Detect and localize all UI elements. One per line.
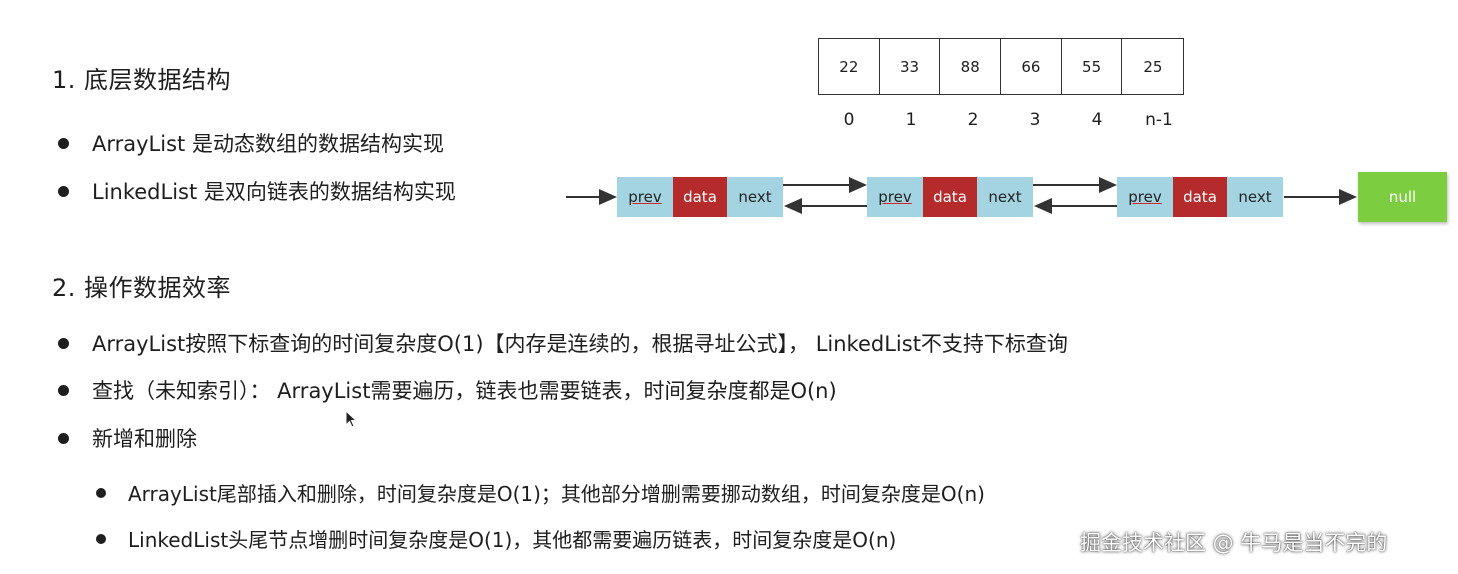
array-index: 4 xyxy=(1091,110,1103,130)
node-data: data xyxy=(923,177,977,217)
bullet-insert-delete: 新增和删除 xyxy=(58,423,197,453)
null-node: null xyxy=(1358,172,1447,222)
bullet-search: 查找（未知索引）： ArrayList需要遍历，链表也需要链表，时间复杂度都是O… xyxy=(58,375,837,405)
array-cell: 33 xyxy=(880,39,941,94)
array-diagram: 22 33 88 66 55 25 xyxy=(818,38,1185,95)
node-prev-pointer: prev xyxy=(867,177,923,217)
watermark: 掘金技术社区 @ 牛马是当不完的 xyxy=(1080,531,1388,555)
node-data: data xyxy=(1173,177,1227,217)
array-index: 3 xyxy=(1029,110,1041,130)
linked-node-1: prev data next xyxy=(617,177,783,217)
node-next-pointer: next xyxy=(977,177,1033,217)
array-indices: 0 1 2 3 4 n-1 xyxy=(818,110,1190,130)
array-index: n-1 xyxy=(1145,110,1173,130)
bullet-arraylist-structure: ArrayList 是动态数组的数据结构实现 xyxy=(58,128,444,158)
array-index: 0 xyxy=(843,110,855,130)
linked-node-3: prev data next xyxy=(1117,177,1283,217)
sub-bullet-linkedlist-insert: LinkedList头尾节点增删时间复杂度是O(1)，其他都需要遍历链表，时间复… xyxy=(95,524,896,553)
array-cell: 25 xyxy=(1143,57,1163,76)
array-cell: 66 xyxy=(1001,39,1062,94)
node-prev-pointer: prev xyxy=(617,177,673,217)
array-cell: 22 xyxy=(819,39,880,94)
node-data: data xyxy=(673,177,727,217)
array-cell: 88 xyxy=(940,39,1002,94)
node-next-pointer: next xyxy=(727,177,783,217)
node-next-pointer: next xyxy=(1227,177,1283,217)
section-1-title: 1. 底层数据结构 xyxy=(52,66,232,94)
bullet-linkedlist-structure: LinkedList 是双向链表的数据结构实现 xyxy=(58,176,456,206)
array-cell: 55 xyxy=(1062,39,1123,94)
node-prev-pointer: prev xyxy=(1117,177,1173,217)
array-index: 2 xyxy=(967,110,979,130)
sub-bullet-arraylist-insert: ArrayList尾部插入和删除，时间复杂度是O(1)；其他部分增删需要挪动数组… xyxy=(96,478,985,507)
linked-node-2: prev data next xyxy=(867,177,1033,217)
section-2-title: 2. 操作数据效率 xyxy=(52,274,232,302)
bullet-index-query: ArrayList按照下标查询的时间复杂度O(1)【内存是连续的，根据寻址公式】… xyxy=(58,328,1068,358)
mouse-cursor-icon xyxy=(345,410,358,428)
array-index: 1 xyxy=(905,110,917,130)
